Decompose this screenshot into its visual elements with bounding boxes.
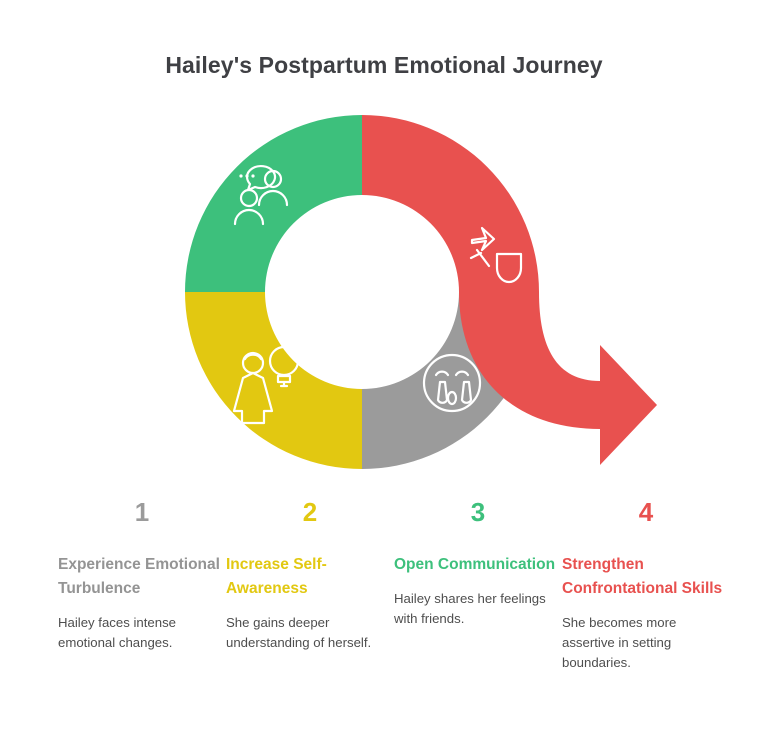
step-description: Hailey faces intense emotional changes.	[58, 615, 177, 650]
green-segment[interactable]	[185, 115, 362, 292]
person-lightbulb-icon	[232, 345, 300, 425]
step-heading: Experience Emotional Turbulence	[58, 556, 220, 597]
page-title: Hailey's Postpartum Emotional Journey	[165, 52, 603, 78]
step-heading: Open Communication	[394, 556, 556, 573]
step-number: 1	[134, 497, 150, 527]
step-heading: Strengthen Confrontational Skills	[562, 556, 723, 597]
step-description: Hailey shares her feelings with friends.	[394, 591, 546, 626]
step-description: She becomes more assertive in setting bo…	[562, 615, 677, 670]
step-number: 4	[638, 497, 654, 527]
step-number: 3	[470, 497, 486, 527]
yellow-segment[interactable]	[185, 292, 362, 469]
donut-arrow-svg	[185, 115, 657, 469]
people-talking-icon	[233, 164, 289, 226]
step-number: 2	[302, 497, 318, 527]
step-heading: Increase Self-Awareness	[226, 556, 327, 597]
step-item-1[interactable]: 1 Experience Emotional Turbulence Hailey…	[58, 497, 226, 653]
step-item-2[interactable]: 2 Increase Self-Awareness She gains deep…	[226, 497, 394, 653]
crying-face-icon	[422, 353, 482, 413]
step-item-3[interactable]: 3 Open Communication Hailey shares her f…	[394, 497, 562, 629]
step-description: She gains deeper understanding of hersel…	[226, 615, 372, 650]
red-segment-arrow[interactable]	[362, 115, 657, 465]
sword-shield-icon	[469, 226, 523, 284]
step-item-4[interactable]: 4 Strengthen Confrontational Skills She …	[562, 497, 730, 673]
steps-list: 1 Experience Emotional Turbulence Hailey…	[0, 497, 768, 747]
process-diagram	[0, 95, 768, 485]
